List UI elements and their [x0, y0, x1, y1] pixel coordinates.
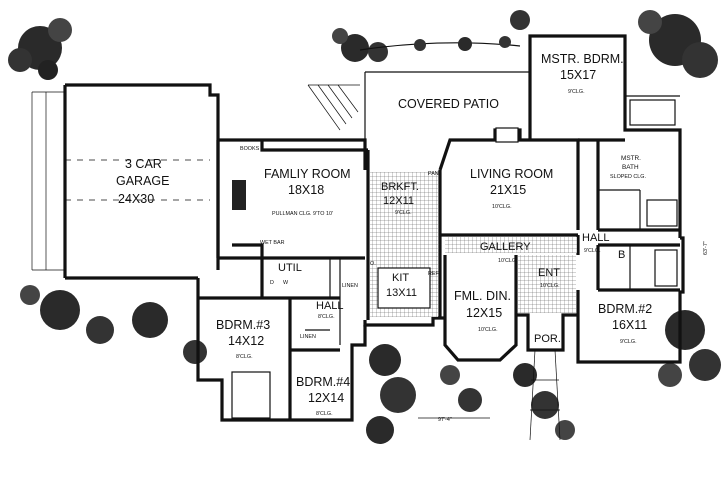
- kitchen-name: KIT: [392, 272, 409, 284]
- gallery-ceiling: 10'CLG.: [498, 258, 518, 264]
- patio-stair: [307, 84, 360, 131]
- garage-size: 24X30: [118, 192, 154, 206]
- hall-right-ceiling: 9'CLG.: [584, 248, 601, 254]
- utility-label: UTIL D W: [270, 262, 302, 286]
- hall-lower-ceiling: 8'CLG.: [318, 314, 335, 320]
- shrub-bottom-center: [366, 344, 575, 444]
- bedroom3-name: BDRM.#3: [216, 318, 270, 332]
- master-bedroom-ceiling: 9'CLG.: [568, 89, 585, 95]
- breakfast-name: BRKFT.: [381, 181, 419, 193]
- family-room-label: FAMLIY ROOM 18X18 PULLMAN CLG. 9'TO 10': [264, 167, 351, 217]
- gallery-label: GALLERY 10'CLG.: [480, 241, 531, 264]
- kitchen-size: 13X11: [386, 287, 417, 299]
- entry-name: ENT: [538, 267, 560, 279]
- linen-upper-label: LINEN: [342, 283, 358, 289]
- breakfast-label: BRKFT. 12X11 9'CLG.: [381, 181, 419, 216]
- dimension-overall-width: 97'-4": [418, 417, 490, 423]
- garage-name-line1: 3 CAR: [125, 157, 162, 171]
- master-bath-label: MSTR. BATH SLOPED CLG.: [610, 155, 646, 180]
- gallery-name: GALLERY: [480, 241, 531, 253]
- bedroom3-label: BDRM.#3 14X12 8'CLG.: [216, 318, 270, 360]
- bedroom2-name: BDRM.#2: [598, 302, 652, 316]
- kitchen-label: KIT 13X11: [386, 272, 417, 299]
- washer-label: W: [283, 280, 289, 286]
- shrub-top-center: [332, 28, 521, 62]
- master-bath-ceiling: SLOPED CLG.: [610, 174, 646, 180]
- formal-dining-ceiling: 10'CLG.: [478, 327, 498, 333]
- entry-ceiling: 10'CLG.: [540, 283, 560, 289]
- bedroom4-size: 12X14: [308, 391, 344, 405]
- master-bedroom-name: MSTR. BDRM.: [541, 52, 624, 66]
- covered-patio-label: COVERED PATIO: [398, 97, 499, 111]
- oven-label: O.: [370, 261, 376, 267]
- hall-lower-label: HALL 8'CLG.: [316, 300, 344, 320]
- living-room-size: 21X15: [490, 183, 526, 197]
- dimension-overall-depth: 63'-7": [703, 241, 709, 255]
- bedroom4-name: BDRM.#4: [296, 375, 350, 389]
- linen-lower-label: LINEN: [300, 334, 316, 340]
- ref-label: REF.: [428, 271, 440, 277]
- pantry-label: PAN.: [428, 171, 440, 177]
- interior-walls: [198, 84, 680, 420]
- books-label: BOOKS: [240, 146, 260, 152]
- breakfast-size: 12X11: [383, 195, 414, 207]
- exterior-walls: [31, 34, 685, 422]
- shrub-top-right: [510, 10, 718, 78]
- family-room-ceiling: PULLMAN CLG. 9'TO 10': [272, 211, 333, 217]
- hall-right-label: HALL 9'CLG.: [582, 232, 610, 254]
- living-room-ceiling: 10'CLG.: [492, 204, 512, 210]
- formal-dining-name: FML. DIN.: [454, 289, 511, 303]
- hall-lower-name: HALL: [316, 300, 344, 312]
- master-bath-name-line2: BATH: [622, 164, 639, 171]
- master-bath-name-line1: MSTR.: [621, 155, 641, 162]
- bedroom4-ceiling: 8'CLG.: [316, 411, 333, 417]
- wet-bar-label: WET BAR: [260, 240, 285, 246]
- family-room-name: FAMLIY ROOM: [264, 167, 351, 181]
- bedroom4-label: BDRM.#4 12X14 8'CLG.: [296, 375, 350, 417]
- utility-name: UTIL: [278, 262, 302, 274]
- shrub-bottom-right: [658, 310, 721, 387]
- breakfast-ceiling: 9'CLG.: [395, 210, 412, 216]
- front-walk: [529, 349, 561, 441]
- breakfast-tile-floor: [370, 172, 577, 317]
- bedroom2-size: 16X11: [612, 318, 647, 332]
- bedroom3-size: 14X12: [228, 334, 264, 348]
- formal-dining-label: FML. DIN. 12X15 10'CLG.: [454, 289, 511, 333]
- garage-label: 3 CAR GARAGE 24X30: [116, 157, 170, 206]
- bath-b-label: B: [618, 249, 625, 261]
- bedroom3-ceiling: 8'CLG.: [236, 354, 253, 360]
- master-bedroom-size: 15X17: [560, 68, 596, 82]
- formal-dining-size: 12X15: [466, 306, 502, 320]
- entry-label: ENT 10'CLG.: [538, 267, 560, 289]
- master-bedroom-label: MSTR. BDRM. 15X17 9'CLG.: [541, 52, 624, 95]
- living-room-name: LIVING ROOM: [470, 167, 553, 181]
- garage-name-line2: GARAGE: [116, 174, 170, 188]
- living-room-label: LIVING ROOM 21X15 10'CLG.: [470, 167, 553, 210]
- overall-width-label: 97'-4": [438, 417, 452, 423]
- landscaping: [8, 10, 721, 444]
- hall-right-name: HALL: [582, 232, 610, 244]
- bedroom2-label: BDRM.#2 16X11 9'CLG.: [598, 302, 652, 345]
- dryer-label: D: [270, 280, 274, 286]
- porch-label: POR.: [534, 333, 561, 345]
- overall-depth-label: 63'-7": [703, 241, 709, 255]
- bedroom2-ceiling: 9'CLG.: [620, 339, 637, 345]
- shrub-left-bottom: [20, 285, 207, 364]
- family-room-size: 18X18: [288, 183, 324, 197]
- shrub-top-left: [8, 18, 72, 80]
